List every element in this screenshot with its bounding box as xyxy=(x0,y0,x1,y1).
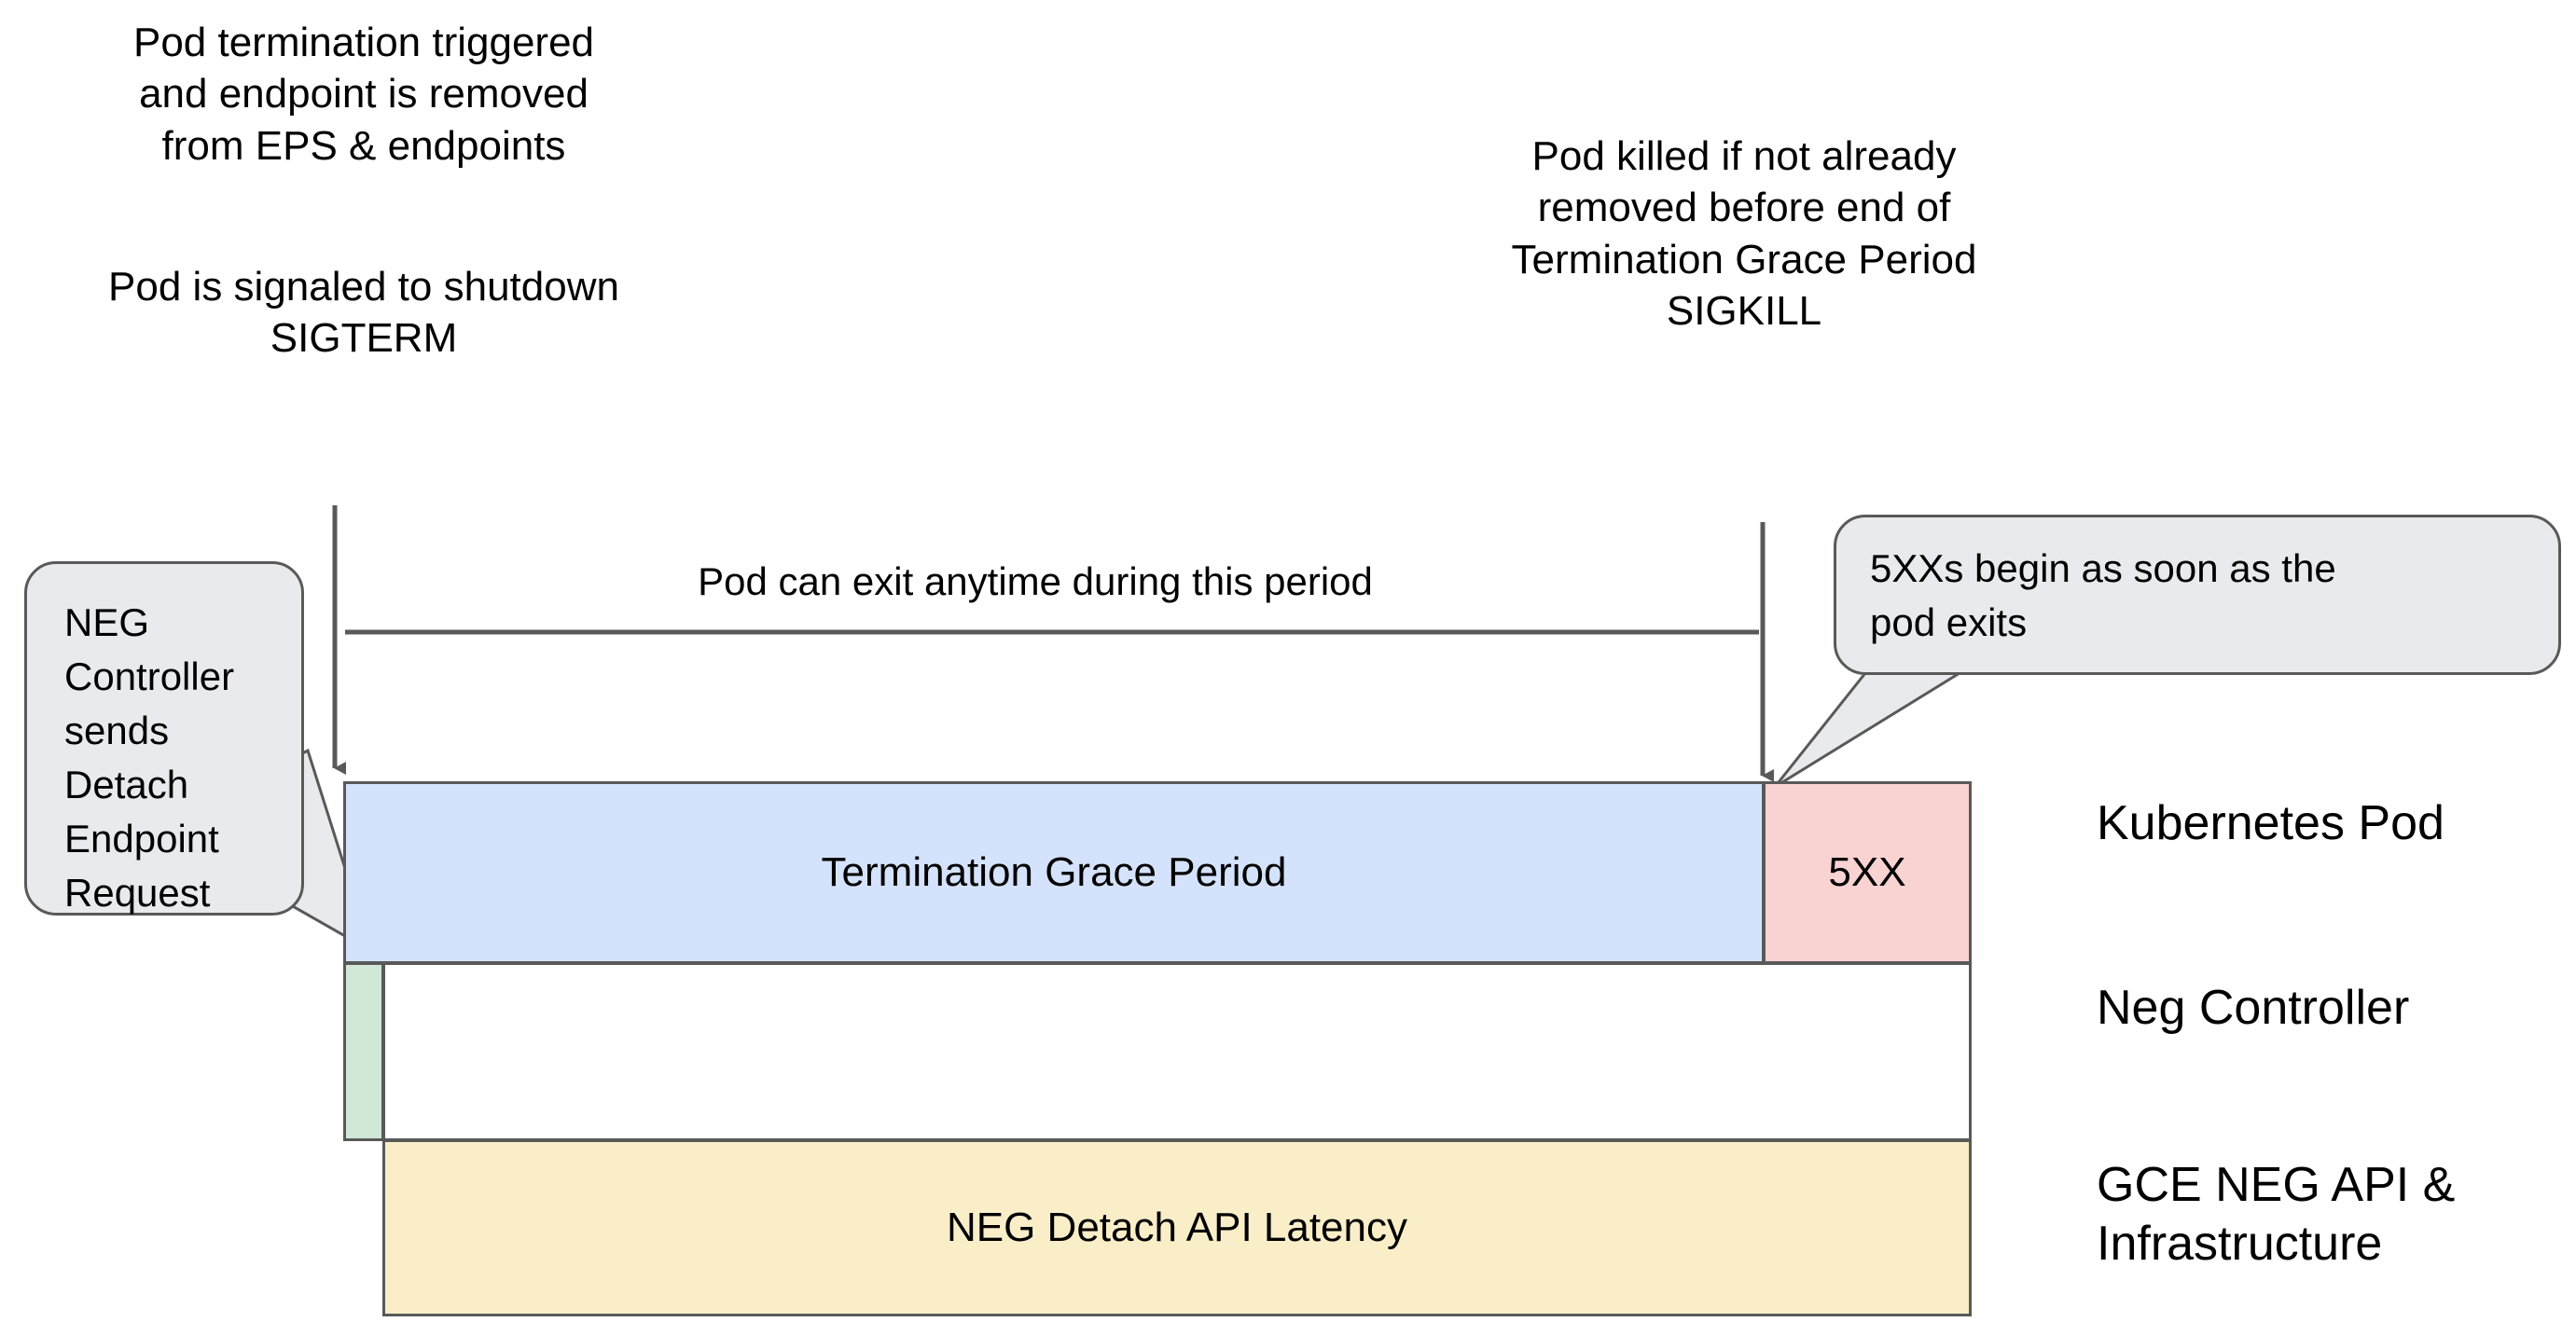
row-label-kubernetes-pod: Kubernetes Pod xyxy=(2097,796,2444,850)
callout-neg-controller-detach: NEG Controller sends Detach Endpoint Req… xyxy=(24,561,304,916)
callout-tail-5xx xyxy=(1773,671,1965,789)
span-label-pod-can-exit: Pod can exit anytime during this period xyxy=(698,559,1373,603)
bar-termination-grace-period: Termination Grace Period xyxy=(343,781,1765,964)
note-pod-sigterm: Pod is signaled to shutdown SIGTERM xyxy=(108,264,619,362)
row-label-neg-controller: Neg Controller xyxy=(2097,981,2410,1035)
callout-5xx-begin: 5XXs begin as soon as the pod exits xyxy=(1834,515,2561,675)
bar-neg-detach-api-latency: NEG Detach API Latency xyxy=(382,1139,1972,1316)
bar-neg-detach-request xyxy=(343,962,384,1141)
bar-neg-controller-idle xyxy=(382,962,1972,1141)
note-pod-termination-triggered: Pod termination triggered and endpoint i… xyxy=(132,20,595,169)
note-pod-sigkill: Pod killed if not already removed before… xyxy=(1511,133,1977,335)
row-label-gce-neg-api: GCE NEG API & Infrastructure xyxy=(2097,1158,2456,1272)
bar-5xx: 5XX xyxy=(1763,781,1972,964)
